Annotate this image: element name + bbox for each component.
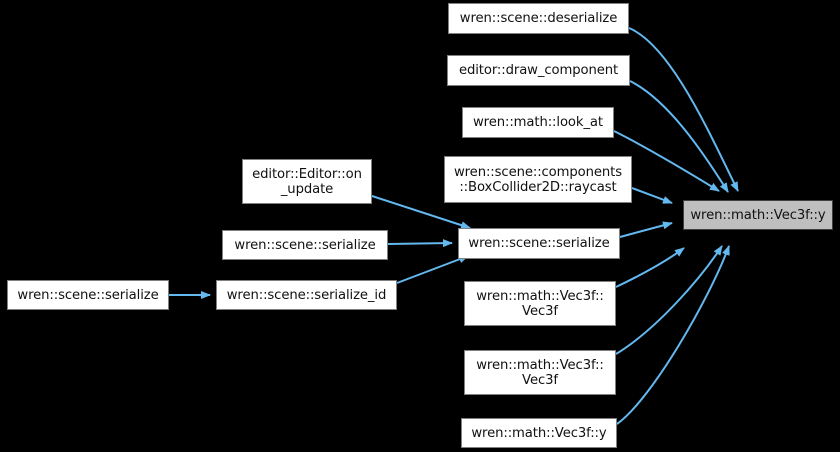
graph-node[interactable]: editor::Editor::on _update — [242, 159, 372, 204]
graph-node[interactable]: wren::scene::serialize — [222, 230, 388, 260]
graph-edge — [628, 27, 739, 192]
graph-node[interactable]: editor::draw_component — [447, 55, 630, 86]
graph-edge — [616, 245, 730, 425]
graph-edge — [619, 221, 673, 238]
graph-node[interactable]: wren::scene::serialize — [7, 280, 169, 310]
graph-node[interactable]: wren::scene::deserialize — [448, 3, 629, 34]
graph-edge — [629, 80, 729, 193]
graph-edge — [396, 255, 469, 284]
graph-edge — [613, 130, 720, 192]
graph-node-focus[interactable]: wren::math::Vec3f::y — [683, 200, 833, 230]
graph-edge — [615, 245, 723, 355]
graph-edge — [615, 247, 685, 288]
graph-node[interactable]: wren::scene::serialize_id — [216, 280, 397, 310]
graph-node[interactable]: wren::math::look_at — [462, 107, 614, 138]
graph-node[interactable]: wren::math::Vec3f::y — [461, 418, 617, 448]
graph-edge — [631, 187, 673, 204]
graph-node[interactable]: wren::math::Vec3f:: Vec3f — [464, 281, 616, 326]
edges — [169, 27, 739, 425]
graph-edge — [371, 195, 471, 230]
graph-edge — [387, 239, 453, 248]
graph-node[interactable]: wren::scene::components ::BoxCollider2D:… — [444, 156, 632, 203]
graph-node[interactable]: wren::math::Vec3f:: Vec3f — [464, 350, 616, 395]
graph-node[interactable]: wren::scene::serialize — [458, 228, 620, 259]
